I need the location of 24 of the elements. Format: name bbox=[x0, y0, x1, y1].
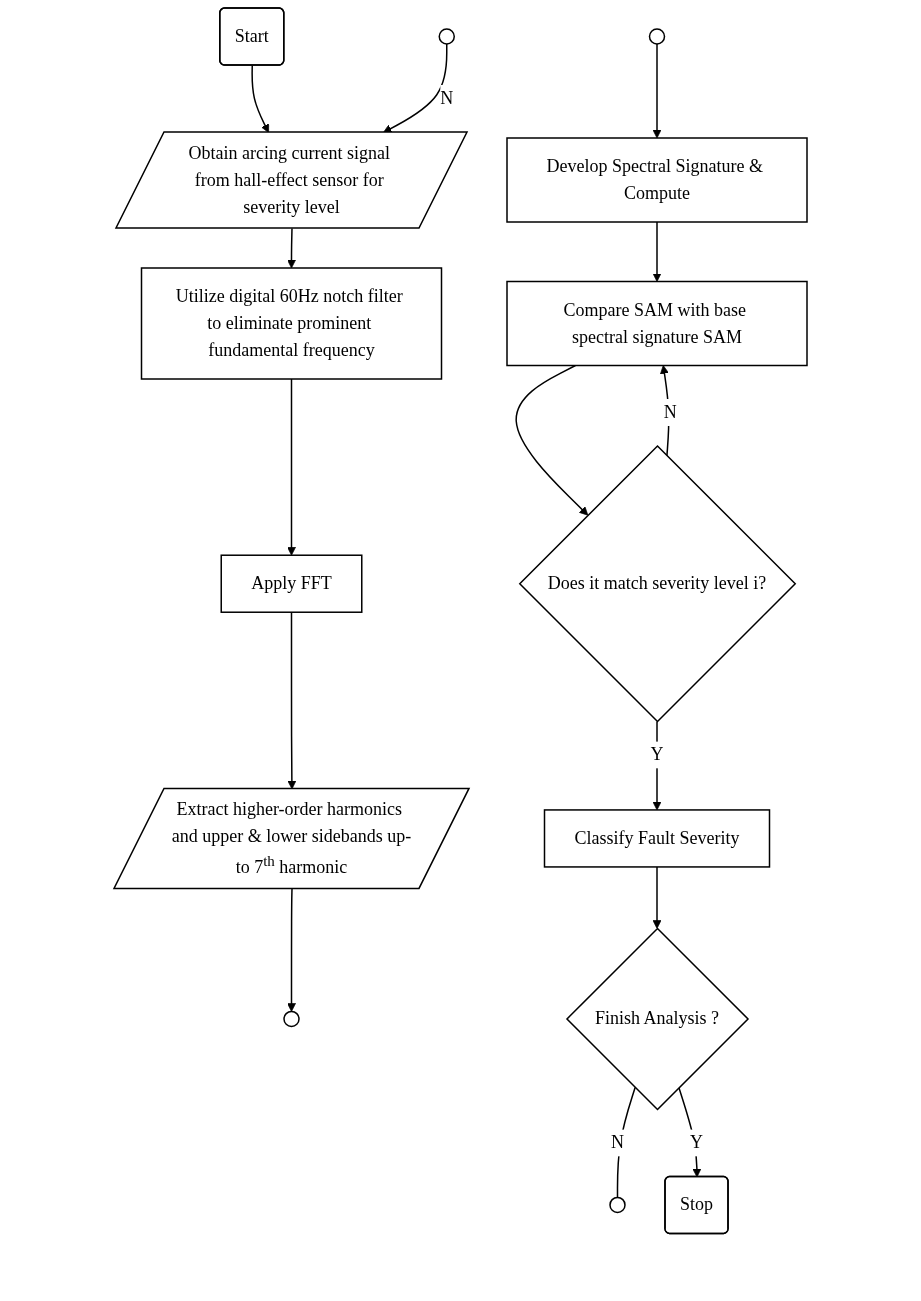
arrow bbox=[652, 43, 662, 139]
arrow bbox=[383, 43, 448, 133]
arrow bbox=[652, 221, 662, 282]
edge-label: N bbox=[611, 1132, 624, 1153]
node-box: Classify Fault Severity bbox=[543, 809, 771, 868]
edge-label: Y bbox=[690, 1132, 703, 1153]
arrow bbox=[652, 866, 662, 929]
edge-label: Y bbox=[650, 744, 664, 765]
node-box: Compare SAM with base spectral signature SAM bbox=[506, 280, 808, 367]
node-circle bbox=[438, 28, 455, 45]
edge-label: N bbox=[440, 88, 454, 108]
arrow bbox=[515, 364, 589, 516]
arrow bbox=[287, 888, 296, 1012]
node-box: Develop Spectral Signature & Compute bbox=[506, 137, 808, 223]
node-diamond: Finish Analysis ? bbox=[565, 927, 750, 1111]
node-circle bbox=[609, 1196, 626, 1214]
node-box: Utilize digital 60Hz notch filter to eliminate prominent fundamental frequency bbox=[140, 267, 443, 380]
edge-label: N bbox=[663, 402, 677, 422]
arrow bbox=[287, 378, 296, 556]
node-box: Apply FFT bbox=[220, 554, 363, 613]
node-circle bbox=[648, 28, 666, 45]
node-diamond: Does it match severity level i? bbox=[518, 444, 797, 723]
arrow bbox=[251, 64, 269, 133]
node-circle bbox=[283, 1010, 300, 1028]
